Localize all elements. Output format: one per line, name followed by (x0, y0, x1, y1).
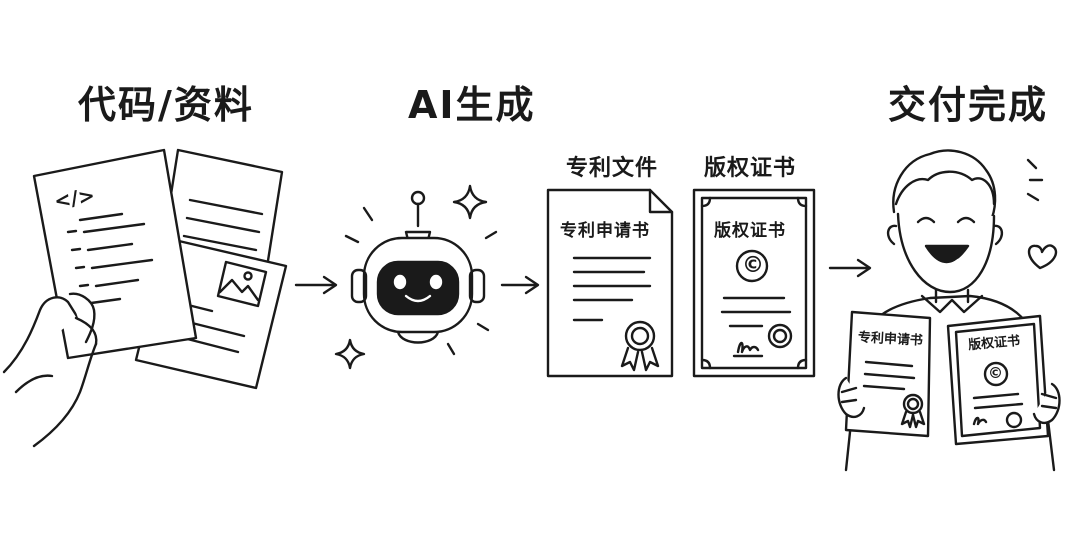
heart-icon (1029, 245, 1056, 268)
step-title-input: 代码/资料 (78, 83, 254, 127)
signature-icon (734, 343, 762, 356)
step-title-delivery: 交付完成 (888, 83, 1049, 127)
arrow-right-icon (830, 260, 870, 276)
ribbon-seal-icon (902, 395, 924, 427)
patent-heading: 专利申请书 (560, 221, 650, 241)
arrow-right-icon (502, 277, 538, 293)
arrow-right-icon (296, 277, 336, 293)
image-icon (218, 262, 266, 306)
sparkle-icon (336, 186, 486, 368)
held-copyright-symbol: © (988, 364, 1003, 382)
copyright-symbol: © (742, 253, 764, 278)
patent-caption: 专利文件 (566, 156, 659, 181)
held-patent-document (846, 312, 930, 436)
person-icon (846, 151, 1054, 470)
copyright-icon (737, 251, 767, 281)
held-patent-heading: 专利申请书 (857, 330, 924, 349)
step-title-ai: AI生成 (408, 83, 536, 127)
held-copyright-certificate (948, 316, 1048, 444)
copyright-caption: 版权证书 (704, 156, 797, 181)
copyright-heading: 版权证书 (714, 221, 786, 241)
ribbon-seal-icon (622, 322, 658, 370)
robot-rays (346, 208, 496, 354)
hand-icon (839, 378, 1060, 423)
hand-icon (4, 294, 96, 446)
patent-document (548, 190, 672, 376)
robot-icon (352, 192, 484, 343)
copyright-icon (985, 363, 1007, 385)
copyright-certificate (694, 190, 814, 376)
